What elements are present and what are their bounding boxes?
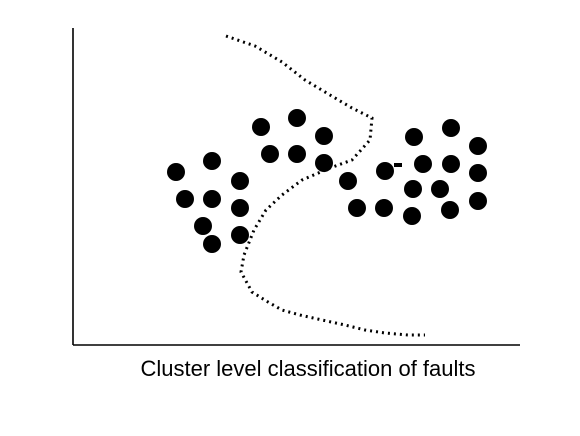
cluster-left-point bbox=[176, 190, 194, 208]
cluster-left-point bbox=[261, 145, 279, 163]
diagram-caption: Cluster level classification of faults bbox=[140, 356, 476, 381]
cluster-right-point bbox=[414, 155, 432, 173]
cluster-left-point bbox=[252, 118, 270, 136]
cluster-right-point bbox=[469, 164, 487, 182]
cluster-right-marker bbox=[394, 163, 402, 167]
data-points bbox=[167, 109, 487, 253]
cluster-right-point bbox=[469, 137, 487, 155]
cluster-right-point bbox=[376, 162, 394, 180]
cluster-right-point bbox=[403, 207, 421, 225]
cluster-left-point bbox=[231, 172, 249, 190]
cluster-left-point bbox=[315, 127, 333, 145]
cluster-right-point bbox=[405, 128, 423, 146]
cluster-right-point bbox=[442, 155, 460, 173]
cluster-right-point bbox=[442, 119, 460, 137]
cluster-left-point bbox=[315, 154, 333, 172]
cluster-right-point bbox=[431, 180, 449, 198]
cluster-right-point bbox=[469, 192, 487, 210]
cluster-left-point bbox=[231, 226, 249, 244]
cluster-right-point bbox=[348, 199, 366, 217]
cluster-left-point bbox=[203, 190, 221, 208]
cluster-left-point bbox=[231, 199, 249, 217]
cluster-left-point bbox=[288, 109, 306, 127]
cluster-right-point bbox=[339, 172, 357, 190]
cluster-left-point bbox=[203, 235, 221, 253]
cluster-right-point bbox=[404, 180, 422, 198]
cluster-left-point bbox=[203, 152, 221, 170]
cluster-left-point bbox=[194, 217, 212, 235]
cluster-left-point bbox=[288, 145, 306, 163]
cluster-left-point bbox=[167, 163, 185, 181]
cluster-right-point bbox=[375, 199, 393, 217]
decision-boundary bbox=[225, 34, 425, 337]
cluster-right-point bbox=[441, 201, 459, 219]
